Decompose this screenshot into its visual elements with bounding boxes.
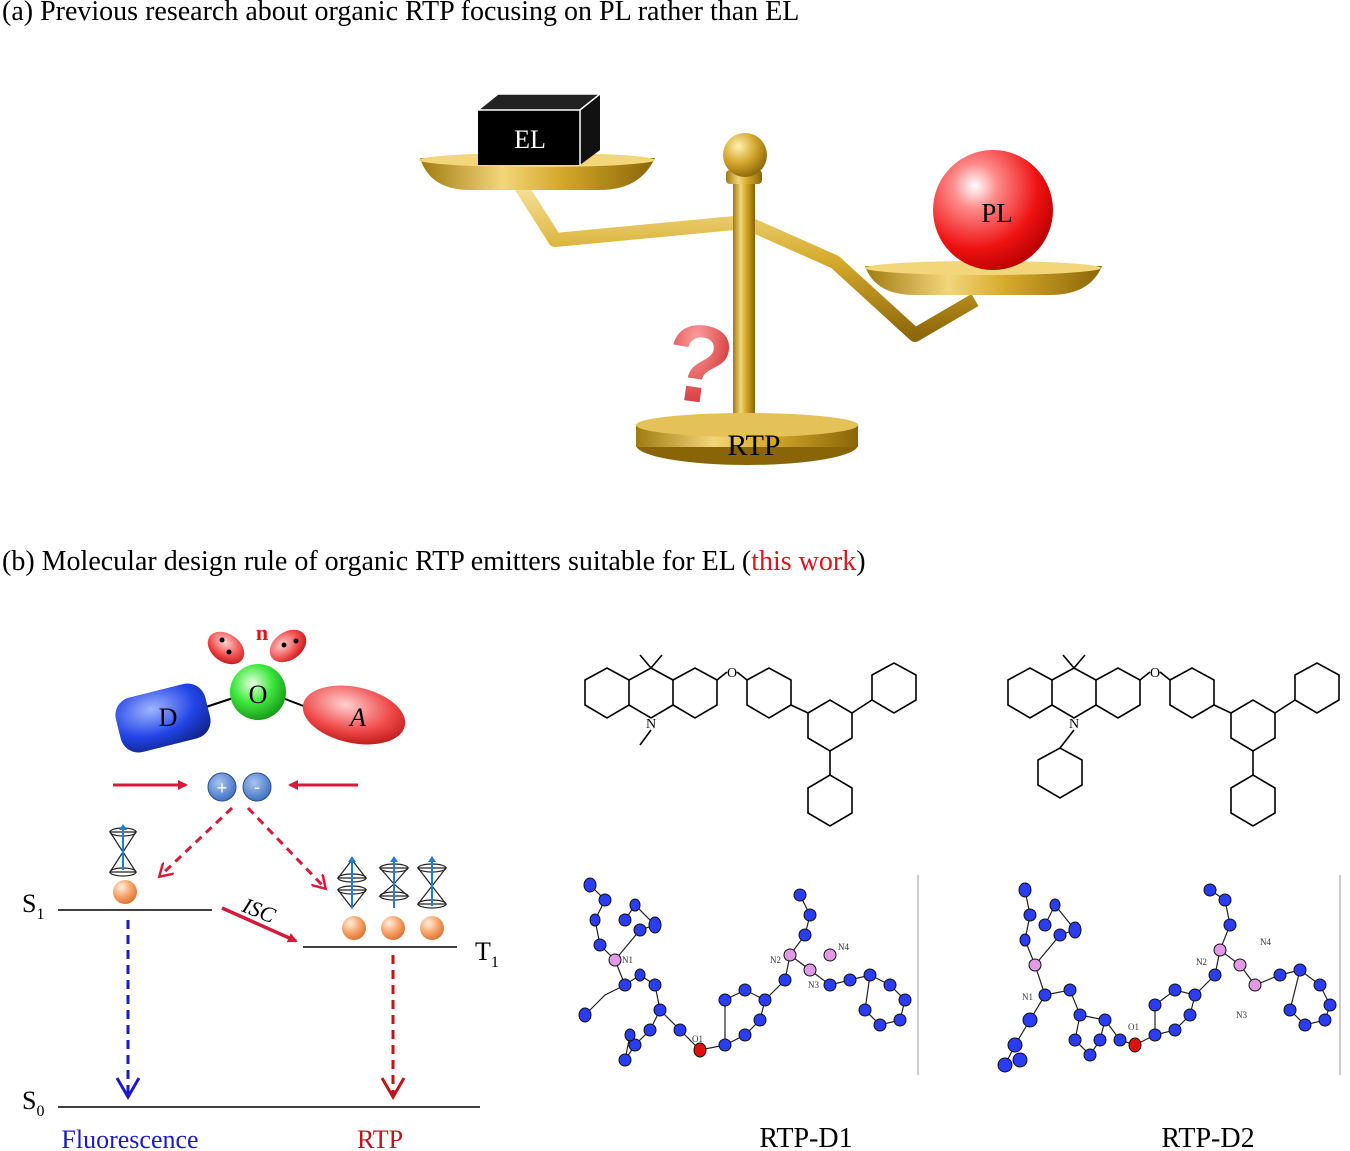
donor-block (115, 683, 211, 753)
acceptor-label: A (348, 703, 366, 732)
plus-label: + (217, 778, 228, 798)
d2-crystal-n3: N3 (1236, 1010, 1247, 1020)
d2-crystal-o1: O1 (1128, 1022, 1139, 1032)
crystal-rtp-d2: N1 N2 N3 N4 O1 (997, 875, 1341, 1075)
triplet-exciton-2 (381, 916, 405, 940)
oxygen-label: O (249, 680, 268, 709)
structure-rtp-d1 (584, 654, 917, 827)
rtp-d2-name: RTP-D2 (1161, 1123, 1254, 1151)
lone-pair-lobe-left (207, 631, 245, 665)
hole-charge (207, 772, 237, 802)
el-box-label: EL (514, 125, 546, 154)
d1-crystal-n2: N2 (770, 955, 781, 965)
rtp-d1-name: RTP-D1 (759, 1123, 852, 1151)
pl-ball (933, 150, 1053, 270)
d2-crystal-n2: N2 (1196, 957, 1207, 967)
triplet-exciton-1 (342, 916, 366, 940)
d2-nitrogen-atom: N (1069, 717, 1079, 732)
triplet-exciton-3 (420, 916, 444, 940)
d2-crystal-n4: N4 (1260, 937, 1271, 947)
lone-pair-lobe-right (269, 629, 307, 663)
base-label: RTP (727, 429, 780, 462)
d1-nitrogen-atom: N (646, 717, 656, 732)
structure-rtp-d2 (1007, 654, 1340, 827)
isc-label: ISC (238, 892, 279, 928)
s0-label: S0 (22, 1086, 44, 1120)
panel-b-caption: (b) Molecular design rule of organic RTP… (2, 546, 866, 578)
d1-crystal-o1: O1 (692, 1034, 703, 1044)
singlet-spin-icon (108, 824, 138, 877)
d2-crystal-n1: N1 (1022, 992, 1033, 1002)
d1-crystal-n1: N1 (622, 955, 633, 965)
donor-label: D (159, 703, 178, 732)
d2-oxygen-atom: O (1150, 666, 1160, 681)
scale-beam (514, 181, 979, 342)
singlet-exciton (113, 880, 137, 904)
d1-crystal-n3: N3 (808, 980, 819, 990)
scale-pole (733, 175, 755, 435)
d1-crystal-n4: N4 (838, 942, 849, 952)
balance-scale: RTP EL PL ? (419, 93, 1102, 465)
minus-label: - (254, 777, 260, 797)
t1-label: T1 (475, 937, 499, 971)
scale-knob (723, 133, 767, 177)
panel-b-caption-highlight: this work (751, 546, 857, 577)
question-mark: ? (658, 299, 742, 430)
design-cartoon: n D O A + - (22, 620, 499, 1151)
panel-a-caption: (a) Previous research about organic RTP … (2, 0, 800, 27)
panel-b-caption-suffix: ) (856, 546, 866, 577)
s1-label: S1 (22, 889, 44, 923)
fluorescence-label: Fluorescence (61, 1125, 198, 1151)
lone-pair-label: n (256, 620, 268, 645)
acceptor-lobe (302, 685, 406, 745)
electron-charge (242, 772, 272, 802)
oxygen-center (230, 664, 286, 720)
rtp-label: RTP (357, 1125, 403, 1151)
d1-oxygen-atom: O (727, 666, 737, 681)
crystal-rtp-d1: N1 N2 N3 N4 O1 (578, 875, 919, 1075)
panel-b-caption-prefix: (b) Molecular design rule of organic RTP… (2, 546, 752, 577)
el-box: EL (475, 93, 603, 165)
pl-ball-label: PL (981, 198, 1013, 228)
triplet-spin-icons (336, 856, 448, 909)
